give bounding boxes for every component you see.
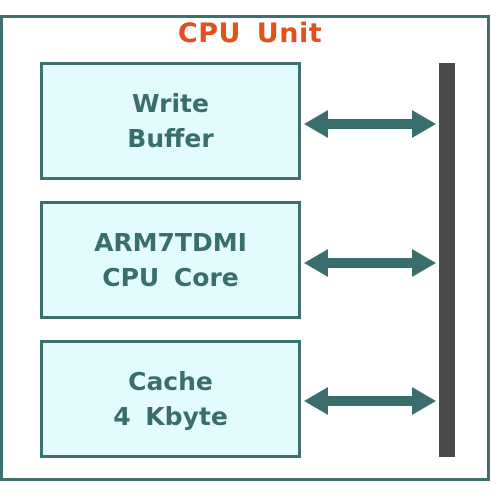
cpu-core-label-line-1: ARM7TDMI <box>94 228 247 257</box>
cpu-core-block: ARM7TDMI CPU Core <box>40 201 301 319</box>
write-buffer-label-line-2: Buffer <box>127 124 214 153</box>
write-buffer-label-line-1: Write <box>132 89 209 118</box>
system-bus-bar <box>439 63 455 457</box>
cache-label-line-2: 4 Kbyte <box>113 402 228 431</box>
cache-label-line-1: Cache <box>128 367 213 396</box>
cpu-unit-title: CPU Unit <box>177 18 323 49</box>
cpu-core-label-line-2: CPU Core <box>102 263 239 292</box>
write-buffer-block: Write Buffer <box>40 62 301 180</box>
cache-block: Cache 4 Kbyte <box>40 340 301 458</box>
